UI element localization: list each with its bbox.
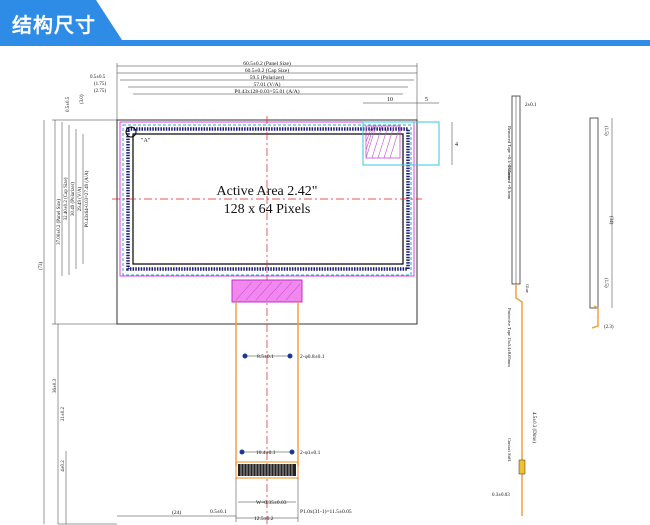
dim-r1: 10: [387, 97, 393, 103]
side-view2-fpc: [591, 305, 599, 329]
dim-va: 57.01 (V/A): [254, 81, 281, 88]
side-bottom: 0.3±0.03: [492, 493, 510, 498]
dim-cap-size: 60.5±0.2 (Cap Size): [245, 67, 289, 74]
side-film: Removed Tape +0.1/-0.05mm: [507, 126, 512, 180]
top-dimensions: [116, 63, 418, 120]
marker-a-circle: [125, 126, 137, 138]
structure-drawing: Active Area 2.42" 128 x 64 Pixels "A" 10…: [39, 60, 614, 525]
dim-r3: 4: [455, 142, 458, 148]
dim-pin-pitch: P1.0x(31-1)=11.5±0.05: [300, 508, 352, 515]
dim-left-va: 29.49 (V/A): [78, 186, 83, 211]
side2-low: (1.5): [603, 278, 608, 288]
dim-panel-size: 60.5±0.2 (Panel Size): [243, 60, 291, 67]
dim-r2: 5: [425, 97, 428, 103]
dim-hole-pitch-1: 8.5±0.1: [257, 354, 274, 360]
dim-offset-a: 0.5±0.5: [90, 75, 106, 80]
dim-offset-c: (2.75): [94, 89, 106, 94]
dim-offset-b: (1.75): [94, 82, 106, 87]
fpc-tail: [235, 461, 299, 479]
dim-left-d3: 36±0.3: [53, 379, 58, 393]
fpc-pin-lines: [240, 464, 293, 476]
dim-pin-width: W=0.35±0.03: [256, 500, 287, 506]
dim-offset: (24): [172, 509, 181, 516]
dim-left-panel: 37.00±0.2 (Panel Size): [57, 199, 62, 245]
side-glue: Glue: [525, 284, 530, 293]
side-polarizer: Polarized +0.1mm: [507, 166, 512, 200]
section-title: 结构尺寸: [12, 13, 96, 37]
dim-left-aa: P0.43x64-0.03=27.49 (A/A): [85, 170, 90, 227]
dim-aa: P0.43x128-0.03=55.01 (A/A): [234, 88, 299, 95]
dim-hole-dia-2: 2-φ1±0.1: [300, 450, 321, 456]
dim-left-d4: 21±0.2: [61, 407, 66, 421]
fpc-pins: [238, 464, 296, 476]
side-stiffener: Contact Stiff.: [507, 438, 512, 462]
side-tape: Protective Tape 15x5.4±0.05mm: [507, 308, 512, 367]
fpc-connector-pad: [231, 279, 303, 303]
side2-bot: (2.3): [604, 325, 614, 330]
side-thickness: 4.5±0.3 (Dime): [531, 412, 536, 443]
header-banner-shape: [0, 0, 650, 46]
pixels-label: 128 x 64 Pixels: [224, 202, 311, 217]
dim-left-d1: (3.0): [80, 94, 85, 104]
corner-detail-box: [362, 121, 440, 166]
corner-hatch: [365, 125, 401, 159]
dim-left-pol: 30.49 (Polarizer): [71, 182, 76, 216]
dim-hole-pitch-2: 10.4±0.1: [256, 450, 276, 456]
corner-hatch-frame: [365, 125, 401, 159]
fpc-pad-hatch: [235, 281, 301, 301]
side-t1: 2±0.1: [525, 103, 537, 108]
dim-hole-dia-1: 2-φ0.8±0.1: [300, 354, 325, 360]
marker-a-label: "A": [141, 138, 151, 144]
section-header: 结构尺寸: [0, 0, 650, 46]
dim-total-w: 12.5±0.2: [254, 516, 274, 522]
dim-left-total: (73): [39, 262, 44, 271]
dim-left-cap: 32.40±0.2 (Cap Size): [64, 177, 69, 220]
left-dimensions: [43, 119, 117, 525]
side-view-stiffener: [518, 459, 526, 475]
dim-left-d5: 4±0.2: [61, 460, 66, 472]
side-view2-body: [589, 117, 599, 309]
fpc-bottom-dimensions: [117, 478, 299, 522]
dim-left-d2: 0.5±0.5: [66, 96, 71, 112]
polarizer-outline: [122, 124, 412, 276]
active-area-label: Active Area 2.42": [217, 184, 318, 199]
side-view-fpc: [515, 284, 523, 516]
dim-polarizer: 59.5 (Polarizer): [250, 74, 285, 81]
dim-edge: 0.5±0.1: [210, 509, 227, 515]
side2-top: (1.5): [603, 126, 608, 136]
side2-mid: (34): [608, 216, 613, 225]
